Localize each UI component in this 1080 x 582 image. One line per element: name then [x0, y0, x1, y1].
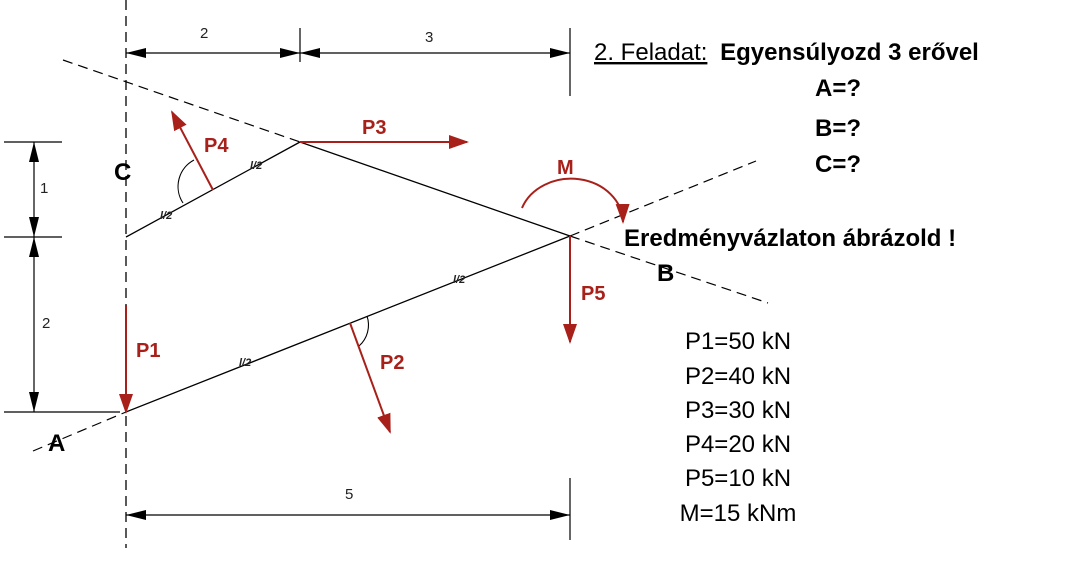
load-p3: P3=30 kN: [685, 397, 791, 424]
label-m: M: [557, 157, 574, 179]
task-number: 2. Feladat:: [594, 39, 707, 66]
load-p2: P2=40 kN: [685, 363, 791, 390]
p2-angle-arc: [358, 315, 370, 347]
upper-member: [299, 141, 571, 237]
point-b-label: B: [657, 260, 674, 287]
p4-angle-arc: [177, 159, 195, 204]
dim-left-lower: 2: [42, 315, 50, 332]
load-p1: P1=50 kN: [685, 328, 791, 355]
dim-top-left: 2: [200, 25, 208, 42]
unknown-b: B=?: [815, 115, 861, 142]
label-p5: P5: [581, 283, 605, 305]
unknown-c: C=?: [815, 151, 861, 178]
dim-bottom: 5: [345, 486, 353, 503]
point-c-label: C: [114, 159, 131, 186]
half-length-label: l/2: [160, 210, 172, 222]
unknown-a: A=?: [815, 75, 861, 102]
upper-line-dashed-right: [569, 235, 769, 304]
force-p2-arrow: [349, 322, 391, 434]
moment-m-arrow: [521, 177, 630, 224]
load-p5: P5=10 kN: [685, 465, 791, 492]
label-p2: P2: [380, 352, 404, 374]
load-p4: P4=20 kN: [685, 431, 791, 458]
force-p4-arrow: [171, 110, 214, 191]
dim-top-right: 3: [425, 29, 433, 46]
loads-list: P1=50 kN P2=40 kN P3=30 kN P4=20 kN P5=1…: [680, 328, 797, 527]
upper-line-dashed-left: [62, 59, 301, 143]
label-p3: P3: [362, 117, 386, 139]
dim-left-upper: 1: [40, 180, 48, 197]
label-p4: P4: [204, 135, 229, 157]
left-dimension: [4, 141, 120, 413]
half-length-label: l/2: [453, 274, 465, 286]
top-dimension: [126, 28, 571, 96]
task-title: 2. Feladat: Egyensúlyozd 3 erővel: [594, 39, 979, 66]
label-p1: P1: [136, 340, 160, 362]
lower-line-dashed-right: [569, 160, 757, 237]
instruction-text: Eredményvázlaton ábrázold !: [624, 225, 956, 252]
point-a-label: A: [48, 430, 65, 457]
load-m: M=15 kNm: [680, 500, 797, 527]
lower-member: [125, 235, 571, 413]
half-length-label: l/2: [239, 357, 251, 369]
bottom-dimension: [126, 478, 571, 540]
half-length-label: l/2: [250, 160, 262, 172]
lower-line-dashed-left: [32, 411, 127, 452]
task-text: Egyensúlyozd 3 erővel: [720, 39, 979, 66]
